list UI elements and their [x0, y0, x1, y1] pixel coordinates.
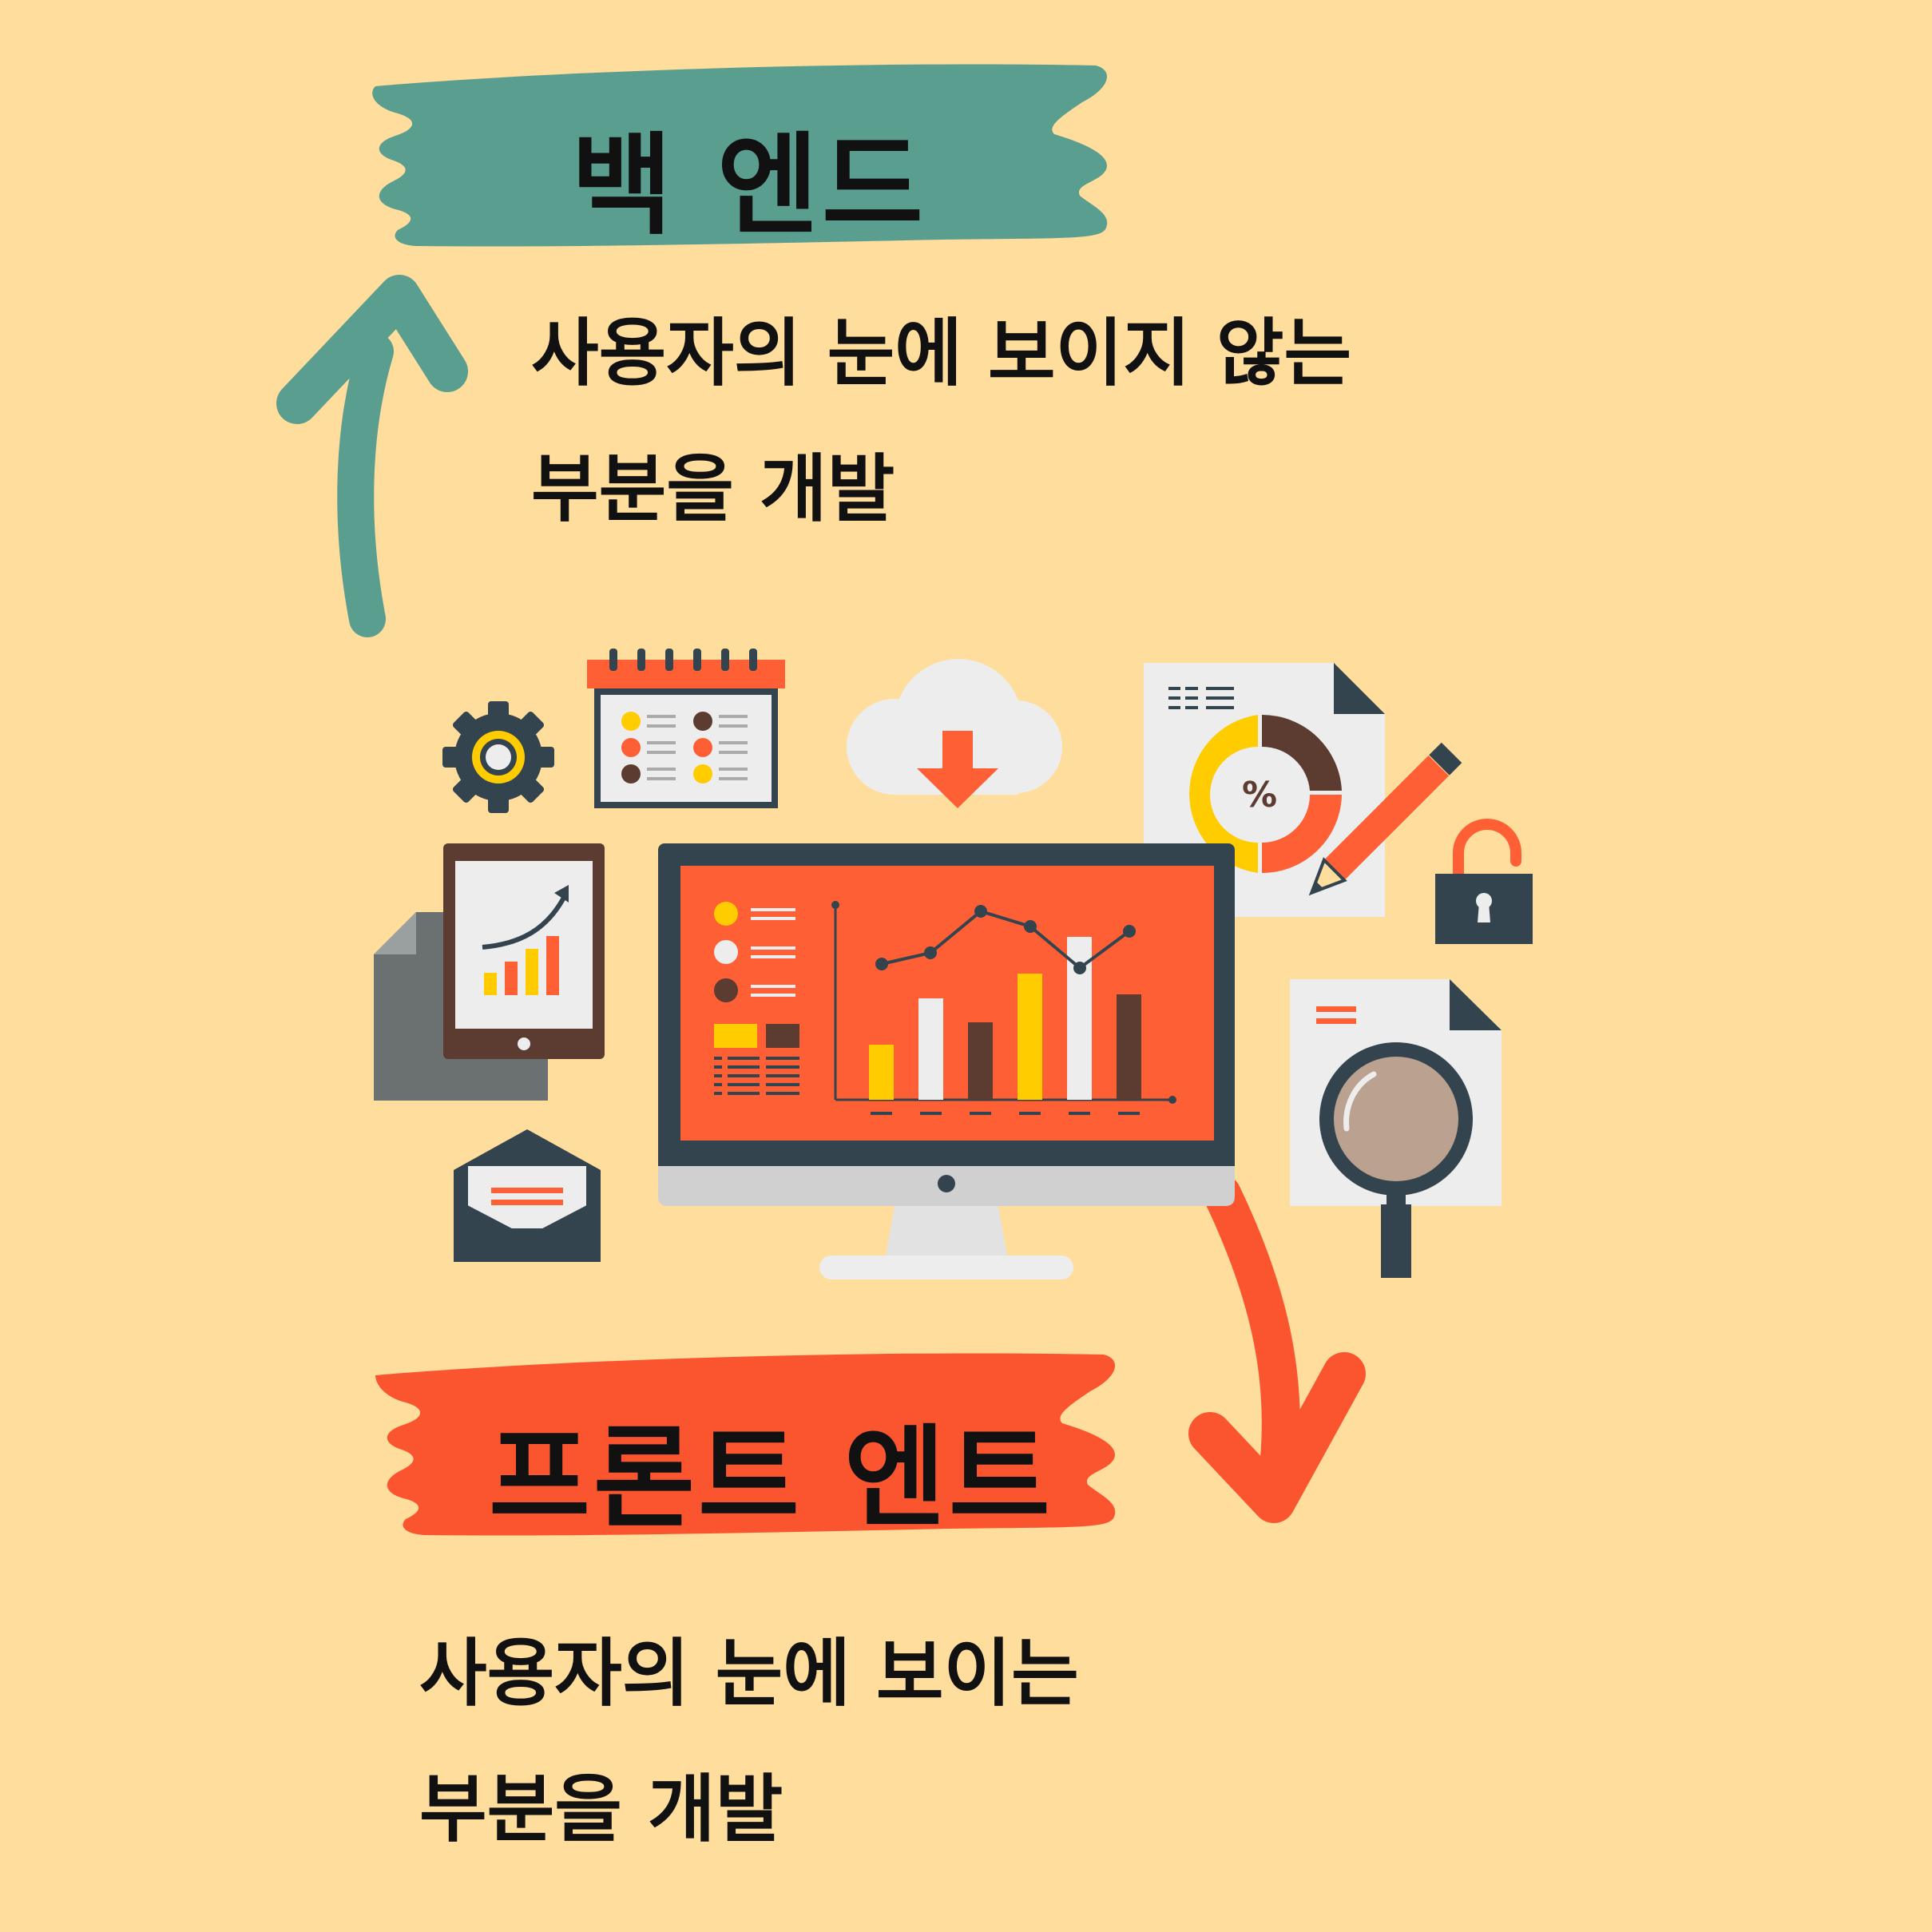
tablet-icon: [374, 843, 605, 1101]
gear-icon: [442, 701, 554, 813]
magnifier-icon: [1290, 979, 1502, 1278]
donut-percent-label: %: [1242, 775, 1277, 815]
up-arrow-icon: [276, 275, 468, 637]
backend-banner: [372, 64, 1108, 247]
frontend-banner: [375, 1353, 1116, 1536]
frontend-description-line1: 사용자의 눈에 보이는: [419, 1631, 1079, 1716]
envelope-icon: [454, 1129, 601, 1262]
backend-title: 백 엔드: [571, 121, 926, 250]
pencil-icon: [1308, 742, 1462, 896]
frontend-description: 사용자의 눈에 보이는 부분을 개발: [419, 1637, 1079, 1909]
backend-description: 사용자의 눈에 보이지 않는 부분을 개발: [531, 317, 1351, 589]
backend-description-line1: 사용자의 눈에 보이지 않는: [531, 311, 1352, 396]
frontend-description-line2: 부분을 개발: [419, 1767, 784, 1852]
monitor-icon: [658, 843, 1235, 1279]
cloud-download-icon: [847, 659, 1062, 808]
down-arrow-icon: [1188, 1175, 1366, 1523]
backend-description-line2: 부분을 개발: [531, 446, 895, 532]
frontend-title: 프론트 엔트: [489, 1414, 1053, 1542]
calendar-icon: [587, 649, 785, 808]
padlock-icon: [1435, 819, 1533, 944]
